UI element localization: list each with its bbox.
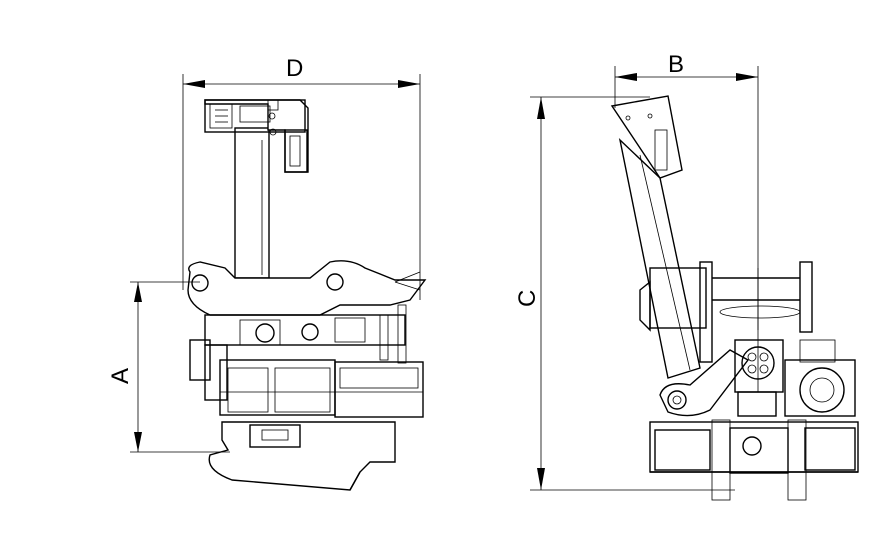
- dimension-b-label: B: [668, 51, 684, 78]
- dimension-c: C: [514, 96, 735, 491]
- front-view: [187, 99, 427, 491]
- dimension-b: B: [614, 51, 759, 330]
- dimension-d-label: D: [286, 55, 303, 82]
- dimension-d: D: [182, 55, 421, 300]
- dimension-a-label: A: [107, 368, 134, 384]
- dimension-c-label: C: [514, 290, 541, 307]
- side-view: [610, 95, 859, 501]
- dimension-a: A: [107, 281, 230, 453]
